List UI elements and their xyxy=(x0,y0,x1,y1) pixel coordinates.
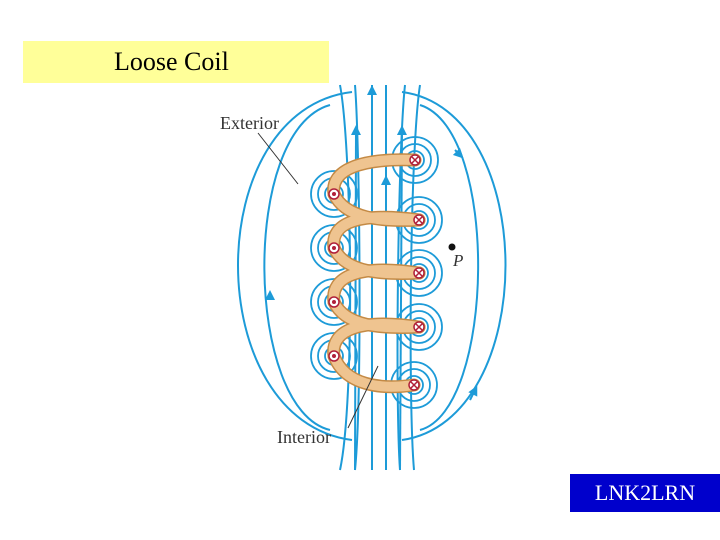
exterior-field-lines xyxy=(237,91,507,441)
current-in-markers xyxy=(408,154,425,391)
title-banner xyxy=(23,41,329,83)
point-p-label: P xyxy=(452,251,463,270)
interior-leader-line xyxy=(347,365,379,429)
point-p-dot xyxy=(448,243,456,251)
exterior-leader-line xyxy=(257,132,299,185)
brand-badge: LNK2LRN xyxy=(570,474,720,512)
coil-turns xyxy=(327,153,426,394)
interior-label: Interior xyxy=(277,427,331,447)
exterior-label: Exterior xyxy=(220,113,279,133)
slide-title: Loose Coil xyxy=(114,47,229,76)
wire-field-loops xyxy=(310,136,443,409)
current-out-markers xyxy=(328,188,340,362)
